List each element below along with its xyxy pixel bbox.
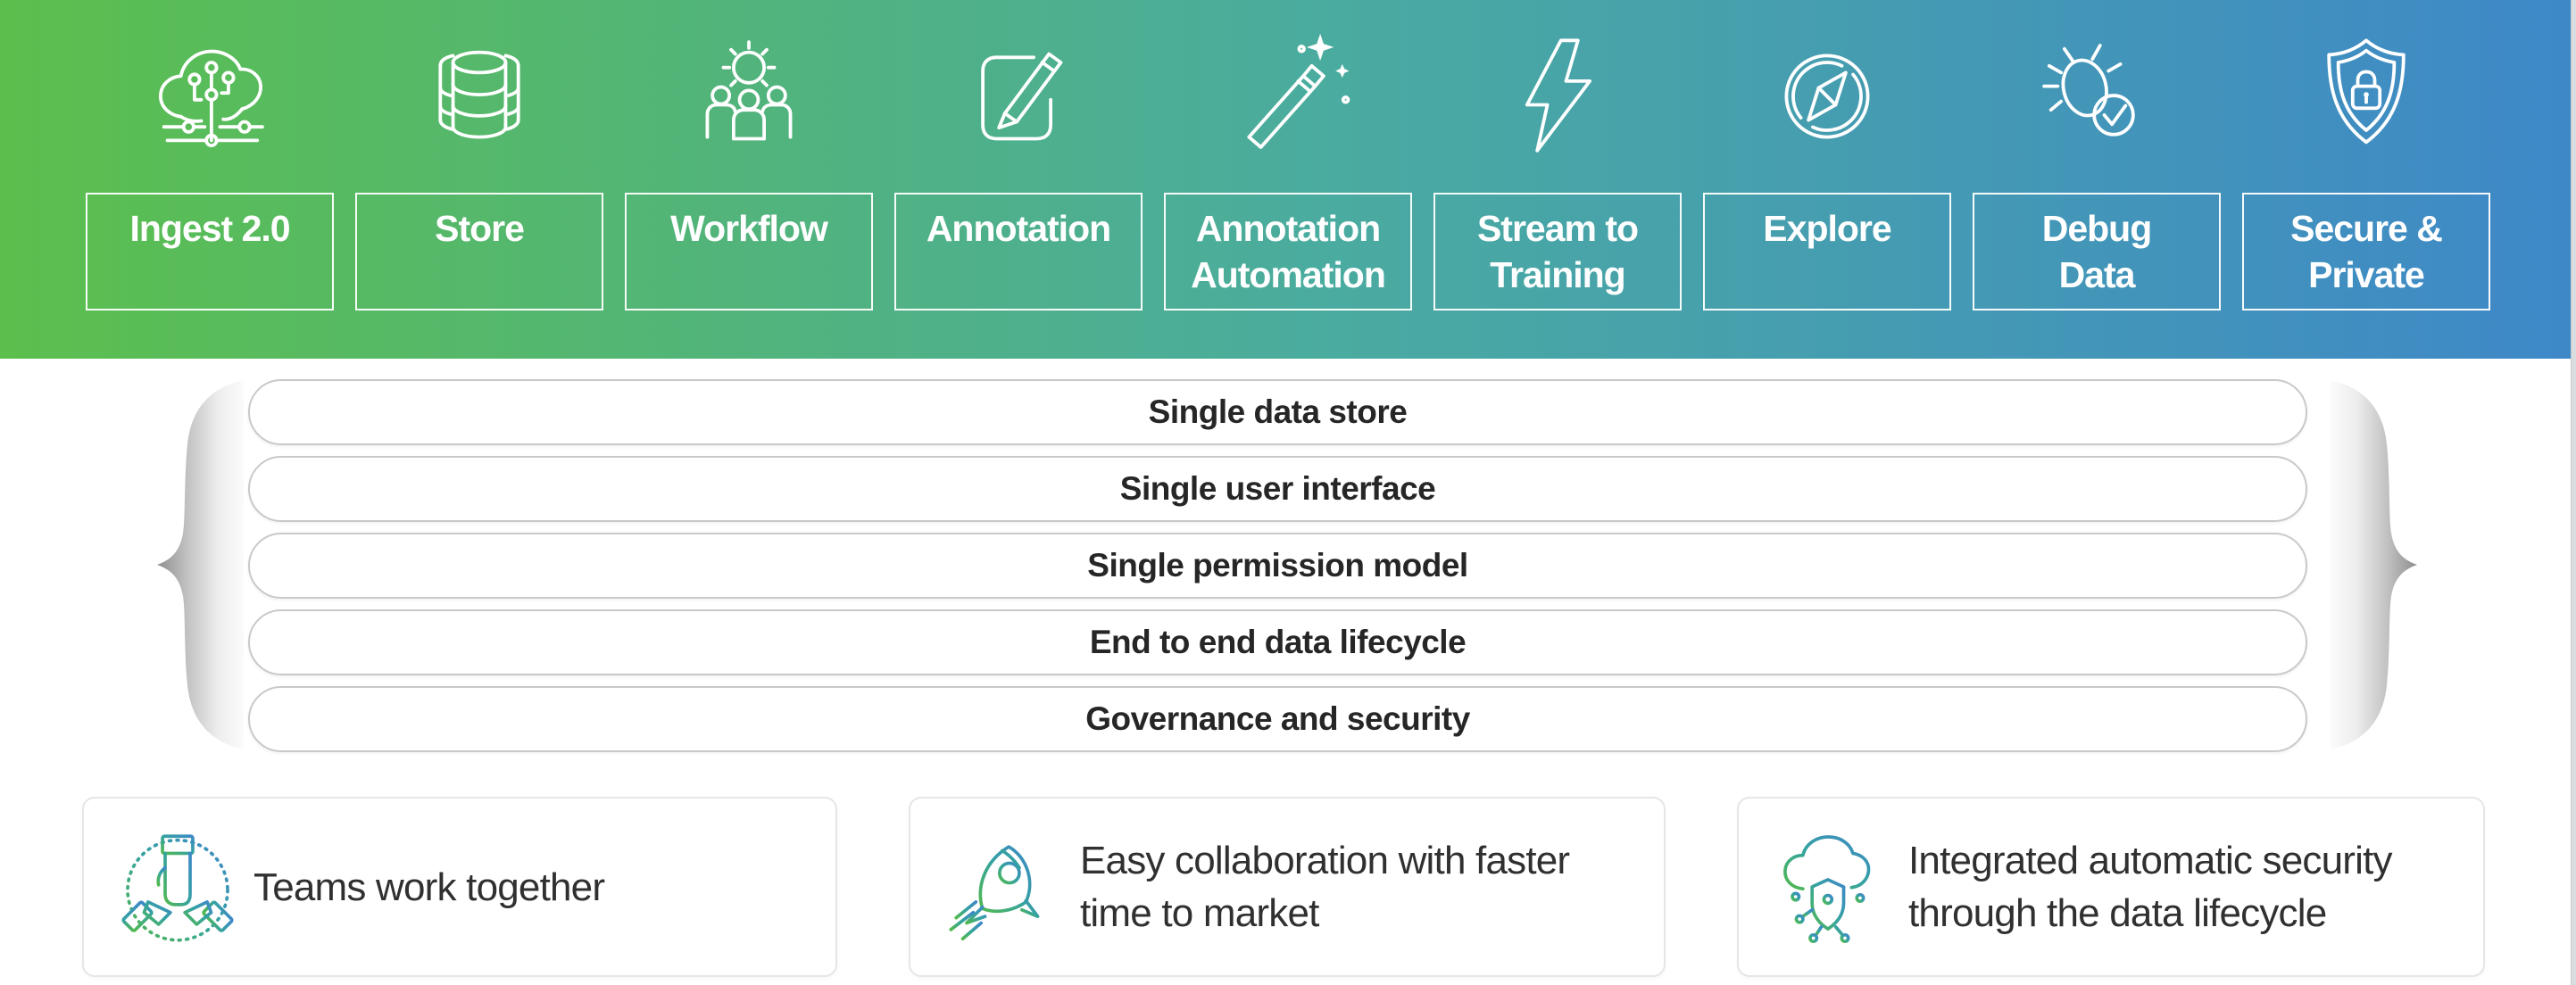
cloud-shield-icon xyxy=(1770,824,1895,949)
platform-summary-section: Single data store Single user interface … xyxy=(0,359,2576,797)
pill-governance-security: Governance and security xyxy=(248,686,2307,752)
compass-icon xyxy=(1703,0,1951,193)
right-brace-decoration xyxy=(2331,380,2417,749)
benefit-card-collaboration: Easy collaboration with faster time to m… xyxy=(909,797,1666,977)
benefit-text-security: Integrated automatic security through th… xyxy=(1908,839,2393,935)
page-right-edge-strip xyxy=(2571,0,2576,985)
rocket-icon xyxy=(942,824,1067,949)
feature-label-stream-to-training: Stream to Training xyxy=(1433,193,1682,310)
shield-lock-icon xyxy=(2242,0,2490,193)
benefit-card-security: Integrated automatic security through th… xyxy=(1737,797,2485,977)
feature-label-debug-data: Debug Data xyxy=(1973,193,2221,310)
feature-banner: Ingest 2.0 Store xyxy=(0,0,2576,359)
left-brace-decoration xyxy=(157,380,244,749)
feature-label-workflow: Workflow xyxy=(625,193,873,310)
feature-column-annotation: Annotation xyxy=(894,0,1143,359)
lightning-bolt-icon xyxy=(1433,0,1682,193)
feature-column-stream-to-training: Stream to Training xyxy=(1433,0,1682,359)
handshake-icon xyxy=(115,824,240,949)
platform-pill-list: Single data store Single user interface … xyxy=(248,379,2307,763)
database-icon xyxy=(355,0,603,193)
pill-single-data-store: Single data store xyxy=(248,379,2307,445)
benefit-card-teams: Teams work together xyxy=(82,797,837,977)
feature-column-explore: Explore xyxy=(1703,0,1951,359)
benefit-text-teams: Teams work together xyxy=(253,865,605,909)
benefit-text-collaboration: Easy collaboration with faster time to m… xyxy=(1080,839,1570,935)
cloud-circuit-icon xyxy=(86,0,334,193)
bug-check-icon xyxy=(1973,0,2221,193)
feature-label-store: Store xyxy=(355,193,603,310)
feature-column-ingest: Ingest 2.0 xyxy=(86,0,334,359)
pill-single-user-interface: Single user interface xyxy=(248,456,2307,522)
feature-label-annotation-automation: Annotation Automation xyxy=(1164,193,1412,310)
pill-end-to-end-lifecycle: End to end data lifecycle xyxy=(248,609,2307,675)
feature-label-secure-private: Secure & Private xyxy=(2242,193,2490,310)
feature-column-secure-private: Secure & Private xyxy=(2242,0,2490,359)
gear-team-icon xyxy=(625,0,873,193)
feature-column-store: Store xyxy=(355,0,603,359)
feature-label-explore: Explore xyxy=(1703,193,1951,310)
magic-wand-icon xyxy=(1164,0,1412,193)
benefit-cards-row: Teams work together xyxy=(82,797,2576,977)
feature-column-annotation-automation: Annotation Automation xyxy=(1164,0,1412,359)
pill-single-permission-model: Single permission model xyxy=(248,533,2307,599)
feature-column-debug-data: Debug Data xyxy=(1973,0,2221,359)
feature-column-workflow: Workflow xyxy=(625,0,873,359)
edit-pencil-icon xyxy=(894,0,1143,193)
feature-label-ingest: Ingest 2.0 xyxy=(86,193,334,310)
feature-label-annotation: Annotation xyxy=(894,193,1143,310)
